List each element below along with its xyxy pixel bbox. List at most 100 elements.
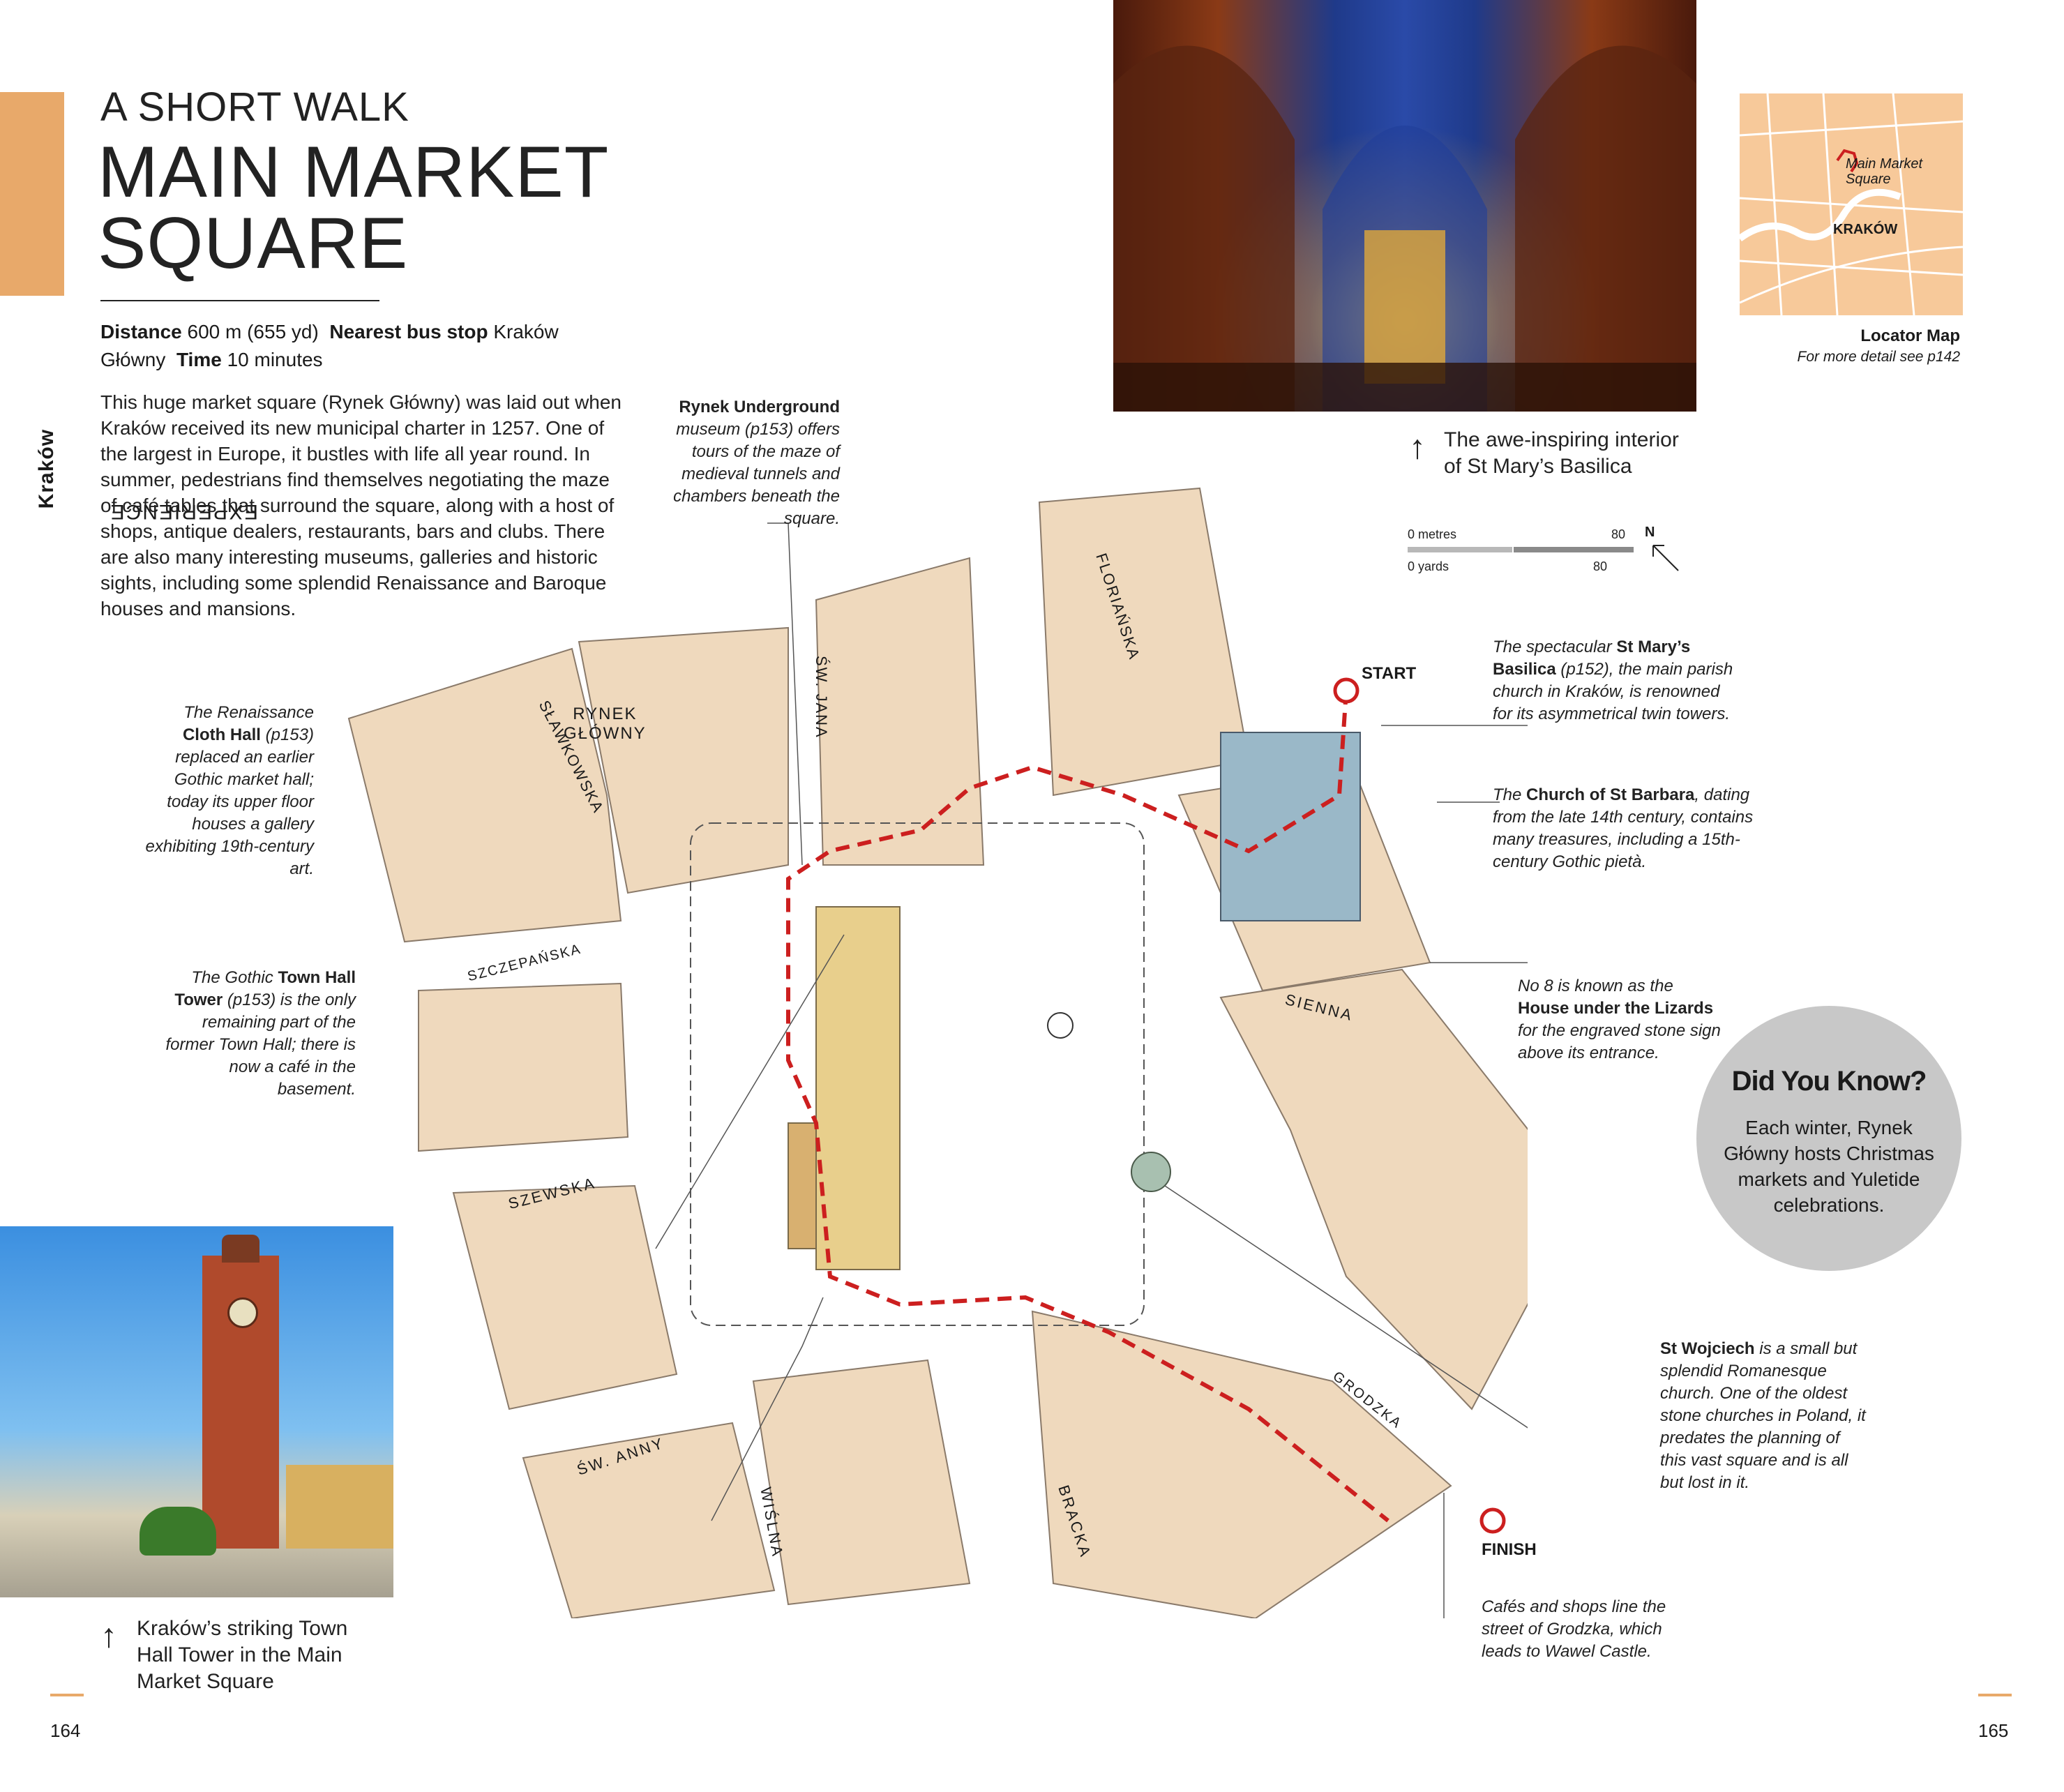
locator-title: Locator Map: [1860, 326, 1960, 345]
annotation-text: The spectacular: [1493, 638, 1617, 656]
did-you-know-text: Each winter, Rynek Główny hosts Christma…: [1724, 1117, 1934, 1216]
annotation-title: Town Hall Tower: [174, 968, 356, 1009]
square-label-line: GŁÓWNY: [564, 724, 647, 743]
north-arrow-icon: [1650, 543, 1682, 578]
annotation-title: St Wojciech: [1660, 1339, 1755, 1358]
interior-caption: The awe-inspiring interior of St Mary’s …: [1444, 427, 1679, 480]
title-line-1: MAIN MARKET: [98, 132, 610, 213]
scale-yards-label: 0 yards: [1408, 559, 1449, 573]
arrow-up-icon: ↑: [1409, 429, 1426, 466]
title-rule: [100, 300, 379, 301]
page-number-right: 165: [1978, 1720, 2009, 1741]
distance-label: Distance: [100, 321, 182, 342]
annotation-text: museum (p153) offers tours of the maze o…: [673, 420, 840, 528]
annotation-text: (p153) is the only remaining part of the…: [165, 991, 356, 1099]
section-tab: [0, 92, 64, 296]
annotation-title: Cloth Hall: [182, 725, 261, 744]
square-outline: [690, 822, 1145, 1326]
tower-caption-line: Hall Tower in the Main: [137, 1643, 342, 1666]
start-marker: [1333, 677, 1359, 704]
locator-place-label: Main Market Square: [1846, 156, 1922, 187]
annotation-st-wojciech: St Wojciech is a small but splendid Roma…: [1660, 1338, 1869, 1494]
bus-value: Kraków Główny: [100, 321, 559, 370]
annotation-title: Rynek Underground: [679, 398, 840, 416]
block-sienna: [1219, 968, 1528, 1410]
town-hall-tower: [788, 1122, 817, 1249]
block-florianska: [1038, 487, 1250, 797]
block-sw-jana-east: [815, 557, 985, 866]
photo-tower-top: [222, 1235, 259, 1263]
block-szczepanska: [418, 982, 629, 1152]
monument: [1047, 1012, 1074, 1039]
annotation-house-under-lizards: No 8 is known as the House under the Liz…: [1518, 975, 1727, 1064]
annotation-title: St Mary’s Basilica: [1493, 638, 1691, 679]
block-bracka: [1031, 1310, 1452, 1618]
street-sw-jana: ŚW. JANA: [813, 656, 830, 739]
intro-paragraph: This huge market square (Rynek Główny) w…: [100, 391, 622, 619]
scale-metres-value: 80: [1611, 527, 1626, 541]
annotation-text: for the engraved stone sign above its en…: [1518, 1021, 1721, 1062]
annotation-grodzka: Cafés and shops line the street of Grodz…: [1482, 1597, 1666, 1661]
annotation-text: (p152), the main parish church in Kraków…: [1493, 660, 1733, 723]
square-label-line: RYNEK: [573, 705, 638, 723]
annotation-text: The Renaissance: [183, 703, 314, 722]
cloth-hall: [815, 906, 901, 1270]
annotation-text: is a small but splendid Romanesque churc…: [1660, 1339, 1866, 1492]
annotation-cloth-hall: The Renaissance Cloth Hall (p153) replac…: [140, 702, 314, 880]
locator-map: [1740, 93, 1963, 315]
walk-route: [786, 690, 1389, 1523]
locator-place-line: Main Market: [1846, 156, 1923, 172]
photo-trees: [140, 1507, 216, 1556]
annotation-title: House under the Lizards: [1518, 999, 1714, 1018]
annotation-title: Church of St Barbara: [1526, 785, 1695, 804]
time-value: 10 minutes: [227, 349, 323, 370]
page-number-rule-right: [1978, 1694, 2012, 1696]
annotation-text: No 8 is known as the: [1518, 977, 1673, 995]
walk-stats: Distance 600 m (655 yd) Nearest bus stop…: [100, 318, 589, 374]
bus-label: Nearest bus stop: [329, 321, 488, 342]
locator-subtitle: For more detail see p142: [1797, 349, 1960, 365]
scale-metres-label: 0 metres: [1408, 527, 1457, 541]
section-city: Kraków: [35, 428, 58, 509]
block-sw-jana-west: [578, 626, 789, 894]
tower-caption-line: Kraków’s striking Town: [137, 1617, 348, 1640]
annotation-st-barbara: The Church of St Barbara, dating from th…: [1493, 784, 1755, 873]
page-number-left: 164: [50, 1720, 81, 1741]
annotation-st-marys: The spectacular St Mary’s Basilica (p152…: [1493, 636, 1741, 725]
block-wislna: [752, 1359, 971, 1606]
time-label: Time: [176, 349, 222, 370]
annotation-rynek-underground: Rynek Underground museum (p153) offers to…: [656, 396, 840, 530]
scale-segment: [1514, 547, 1634, 552]
annotation-text: The Gothic: [191, 968, 278, 987]
block-sw-anny: [522, 1422, 776, 1618]
interior-caption-line: of St Mary’s Basilica: [1444, 455, 1632, 478]
st-wojciech: [1131, 1152, 1171, 1192]
locator-streets: [1740, 93, 1963, 315]
north-label: N: [1645, 525, 1655, 540]
interior-caption-line: The awe-inspiring interior: [1444, 428, 1679, 451]
arrow-up-icon: ↑: [100, 1618, 117, 1655]
square-label: RYNEK GŁÓWNY: [564, 705, 647, 744]
section-label: EXPERIENCE Kraków: [35, 300, 258, 530]
block-slawkowska: [347, 647, 622, 943]
finish-label: FINISH: [1482, 1540, 1537, 1559]
tower-caption-line: Market Square: [137, 1670, 274, 1693]
basilica-interior-photo: [1113, 0, 1696, 412]
locator-city-label: KRAKÓW: [1833, 222, 1898, 237]
page-number-rule-left: [50, 1694, 84, 1696]
finish-marker: [1479, 1507, 1506, 1534]
did-you-know-circle: [1696, 1006, 1961, 1271]
distance-value: 600 m (655 yd): [187, 321, 319, 342]
annotation-text: (p153) replaced an earlier Gothic market…: [145, 725, 314, 878]
tower-caption: Kraków’s striking Town Hall Tower in the…: [137, 1616, 347, 1695]
annotation-text: The: [1493, 785, 1527, 804]
title-line-2: SQUARE: [98, 203, 409, 284]
locator-place-line: Square: [1846, 172, 1891, 187]
scale-yards-value: 80: [1593, 559, 1608, 573]
annotation-town-hall-tower: The Gothic Town Hall Tower (p153) is the…: [160, 967, 356, 1101]
walk-map: [347, 487, 1528, 1618]
clock-icon: [227, 1297, 258, 1328]
scale-segment: [1408, 547, 1512, 552]
basilica-arches: [1113, 45, 1696, 412]
start-label: START: [1362, 664, 1417, 683]
